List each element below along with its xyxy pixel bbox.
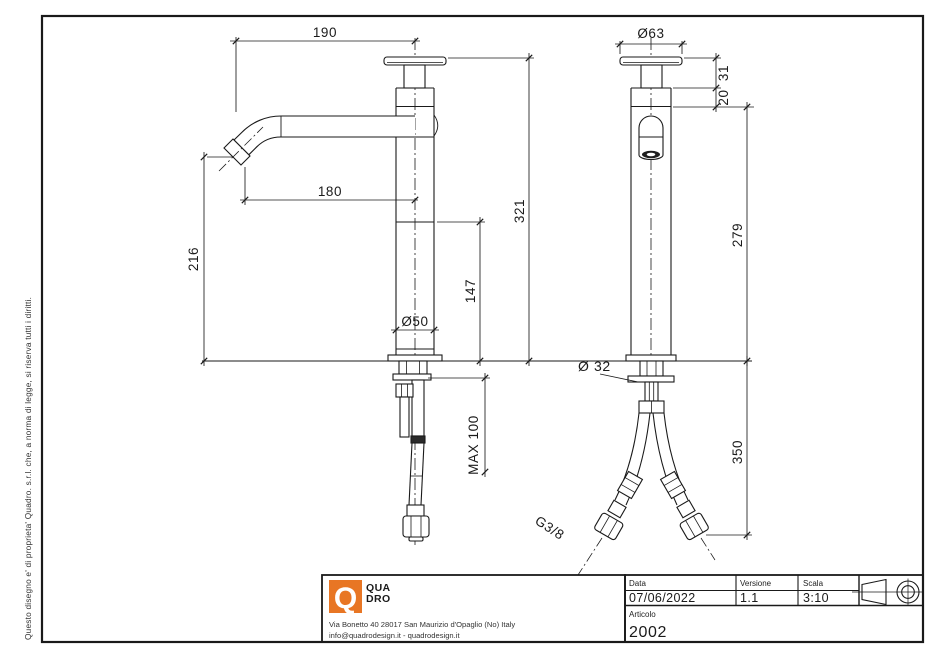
title-block-right-box (624, 574, 924, 643)
faucet-body-front (630, 87, 672, 355)
dim-190-label: 190 (313, 25, 337, 40)
handle-stem (403, 64, 426, 89)
front-view-dimensions (599, 40, 754, 540)
field-data-label: Data (629, 579, 646, 588)
mounting-hardware-front (627, 360, 675, 414)
hose-axis-right (700, 537, 716, 561)
field-articolo-value: 2002 (629, 624, 667, 641)
spout-front (638, 115, 664, 161)
spout-joint-bump (433, 114, 439, 137)
side-view-dimensions (200, 37, 534, 477)
field-scala-value: 3:10 (803, 591, 829, 605)
dim-216-label: 216 (186, 247, 201, 271)
supply-hose-lower (408, 442, 425, 506)
disclaimer-text: Questo disegno e' di proprieta' Quadro. … (23, 297, 33, 640)
dim-279-label: 279 (730, 223, 745, 247)
dim-20-label: 20 (716, 89, 731, 105)
mounting-hardware (392, 360, 432, 542)
dim-321 (448, 53, 534, 366)
dim-63 (615, 40, 687, 54)
dim-max100-label: MAX 100 (466, 415, 481, 475)
side-view (218, 38, 447, 545)
spout (218, 115, 415, 172)
supply-hose-upper (411, 379, 425, 437)
projection-symbol (852, 578, 922, 606)
dim-31-label: 31 (716, 65, 731, 81)
dim-50-label: Ø50 (401, 314, 428, 329)
quadro-logo: Q QUA DRO (329, 580, 391, 615)
field-versione-value: 1.1 (740, 591, 759, 605)
faucet-body (395, 87, 439, 355)
dim-50 (391, 326, 439, 334)
dim-63-label: Ø63 (637, 26, 664, 41)
hose-nut-left (594, 512, 624, 541)
dim-216 (200, 152, 233, 366)
dim-32-leader (599, 373, 639, 383)
dim-350 (706, 356, 752, 540)
spout-aerator-tip (223, 138, 251, 166)
address-line-2: info@quadrodesign.it - quadrodesign.it (329, 631, 460, 640)
dim-321-label: 321 (512, 199, 527, 223)
twin-hoses (577, 412, 716, 576)
hose-nut-right (679, 512, 709, 541)
hose-ferrule-right (659, 470, 687, 500)
address-line-1: Via Bonetto 40 28017 San Maurizio d'Opag… (329, 620, 515, 629)
field-data-value: 07/06/2022 (629, 591, 696, 605)
field-scala-label: Scala (803, 579, 824, 588)
hose-ferrule-left (616, 470, 644, 500)
base-flange-front (625, 354, 677, 362)
spout-tip-axis (218, 126, 264, 172)
dim-147 (437, 217, 485, 366)
logo-word-1: QUA (366, 582, 391, 594)
threaded-stud (399, 396, 410, 438)
handle-flange (383, 56, 447, 66)
field-versione-label: Versione (740, 579, 772, 588)
dim-350-label: 350 (730, 440, 745, 464)
dim-180-label: 180 (318, 184, 342, 199)
logo-q-letter: Q (334, 582, 357, 615)
front-view (577, 38, 716, 576)
dim-31-20 (673, 53, 754, 112)
hose-axis-left (577, 537, 603, 576)
logo-word-2: DRO (366, 593, 391, 605)
dim-190 (230, 37, 420, 112)
dim-32-label: Ø 32 (578, 358, 611, 374)
thread-callout-g38: G3/8 (532, 513, 567, 543)
hose-crimp (410, 435, 426, 444)
handle-stem-front (640, 64, 663, 89)
hose-end-nut (402, 515, 430, 542)
sheet-border (40, 14, 925, 644)
dim-147-label: 147 (463, 279, 478, 303)
field-articolo-label: Articolo (629, 610, 656, 619)
dim-max100 (428, 373, 490, 477)
dim-180 (240, 167, 419, 205)
title-block (321, 574, 924, 643)
logo-square (329, 580, 362, 613)
handle-flange-front (619, 56, 683, 66)
base-flange (387, 354, 443, 362)
